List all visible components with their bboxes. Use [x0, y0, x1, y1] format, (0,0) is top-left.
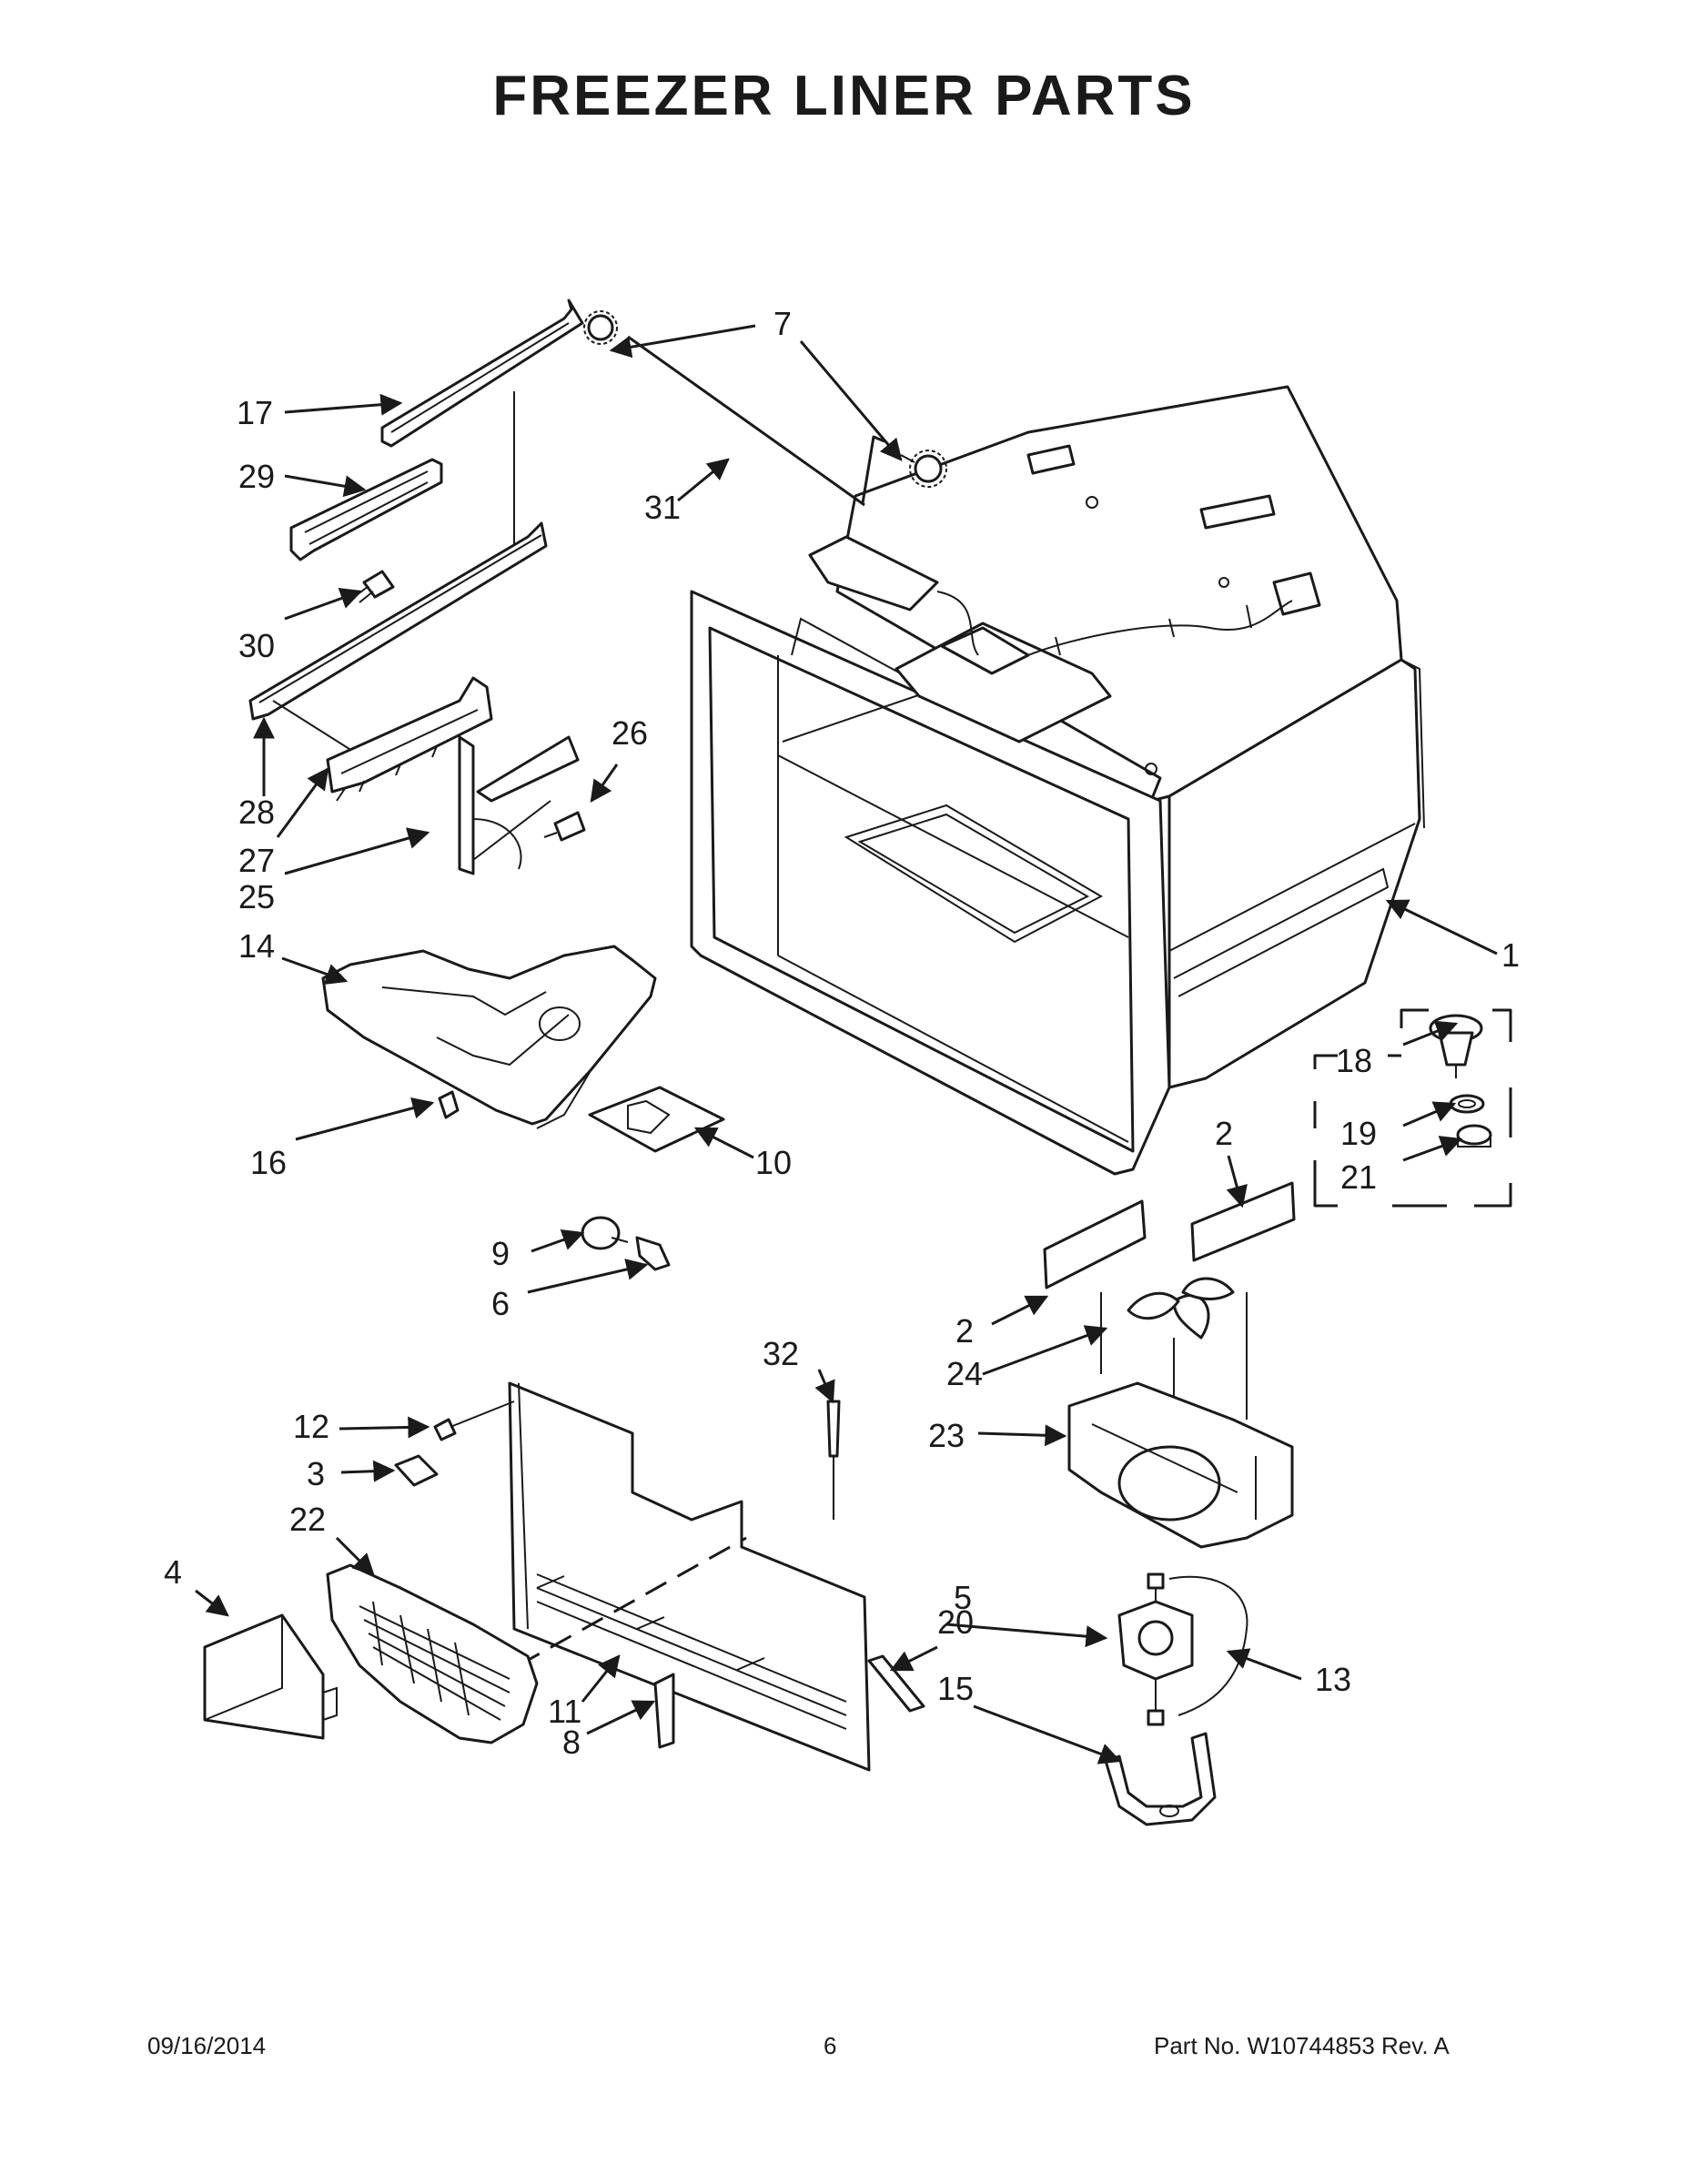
bar-20-part: [867, 1654, 925, 1713]
leader-arrows: [195, 324, 1498, 1764]
callout-9: 9: [491, 1235, 510, 1272]
bulb-9-part: [581, 1216, 629, 1250]
callout-2-lower: 2: [955, 1312, 974, 1350]
fan-motor-5-part: [1117, 1572, 1194, 1726]
fan-shroud-23-part: [1067, 1381, 1294, 1549]
callout-31: 31: [644, 489, 681, 526]
bracket-29-part: [289, 458, 443, 561]
callout-8: 8: [562, 1724, 581, 1761]
air-duct-14-part: [321, 945, 657, 1126]
foil-pad-10-part: [588, 1086, 725, 1153]
gear-7-part: [583, 310, 947, 488]
callout-16: 16: [250, 1144, 287, 1181]
callout-27: 27: [238, 842, 275, 879]
clip-16-part: [438, 1090, 460, 1119]
rod-31-part: [627, 335, 885, 507]
callout-28: 28: [238, 794, 275, 831]
callout-21: 21: [1340, 1158, 1377, 1196]
callout-5: 5: [954, 1579, 972, 1616]
callout-1: 1: [1501, 936, 1520, 974]
callout-4: 4: [164, 1553, 182, 1591]
pad-2-parts: [1043, 1181, 1296, 1289]
callout-32: 32: [763, 1335, 799, 1372]
screw-30-part: [356, 570, 395, 603]
footer-page-number: 6: [824, 2032, 837, 2059]
callout-15: 15: [937, 1670, 974, 1707]
callout-29: 29: [238, 458, 275, 495]
grille-22-part: [326, 1563, 539, 1744]
callout-2-upper: 2: [1215, 1115, 1233, 1152]
callout-6: 6: [491, 1285, 510, 1322]
cover-27-part: [326, 676, 493, 794]
callout-12: 12: [293, 1408, 329, 1445]
callout-labels: 1 7 17 29 30 31 28 27 25 26 14 16 10 18 …: [164, 305, 1520, 1761]
drain-parts-18-19-21: [1313, 1008, 1512, 1208]
screw-12-part: [433, 1400, 515, 1441]
callout-14: 14: [238, 927, 275, 965]
callout-18: 18: [1336, 1042, 1372, 1079]
callout-17: 17: [237, 394, 273, 431]
screw-26-part: [543, 811, 586, 842]
socket-6-part: [635, 1236, 671, 1271]
callout-3: 3: [307, 1455, 325, 1492]
freezer-liner-part: [690, 385, 1425, 1176]
callout-7: 7: [773, 305, 792, 342]
callout-11: 11: [548, 1693, 581, 1730]
callout-24: 24: [946, 1355, 983, 1392]
callout-10: 10: [755, 1144, 792, 1181]
clip-8-part: [653, 1673, 675, 1749]
callout-26: 26: [612, 714, 648, 752]
callout-20: 20: [937, 1603, 974, 1641]
motor-bracket-15-part: [1104, 1732, 1217, 1826]
callout-30: 30: [238, 627, 275, 664]
thermistor-32-part: [826, 1400, 841, 1520]
callout-23: 23: [928, 1417, 965, 1454]
bracket-25-part: [458, 735, 580, 875]
rail-17-part: [380, 298, 584, 448]
evaporator-cover-panel: [508, 1381, 871, 1772]
cover-4-part: [203, 1613, 338, 1740]
footer-part-number: Part No. W10744853 Rev. A: [1154, 2032, 1450, 2059]
page-title: FREEZER LINER PARTS: [492, 65, 1196, 127]
bracket-3-part: [394, 1454, 439, 1487]
callout-22: 22: [289, 1501, 326, 1538]
wire-harness-13-part: [1168, 1575, 1248, 1716]
fan-blade-24-part: [1100, 1277, 1248, 1511]
callout-19: 19: [1340, 1115, 1377, 1152]
callout-25: 25: [238, 878, 275, 915]
callout-13: 13: [1315, 1661, 1351, 1698]
footer-date: 09/16/2014: [147, 2032, 267, 2059]
